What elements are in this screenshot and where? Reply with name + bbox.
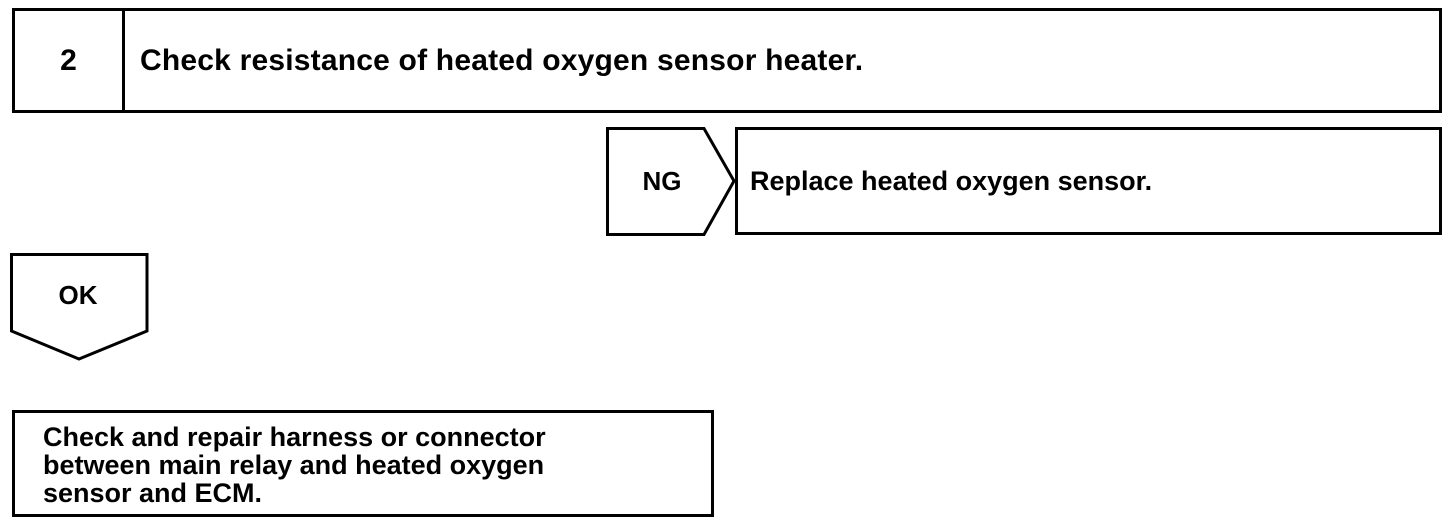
ng-arrow-shape: [606, 127, 736, 236]
step-title: Check resistance of heated oxygen sensor…: [140, 43, 864, 77]
ok-arrow-shape: [10, 253, 149, 361]
ok-label: OK: [58, 280, 98, 310]
ng-action-box: Replace heated oxygen sensor.: [735, 127, 1442, 235]
ng-action-text: Replace heated oxygen sensor.: [750, 165, 1153, 196]
ok-action-line: Check and repair harness or connector: [43, 422, 546, 452]
step-box: 2 Check resistance of heated oxygen sens…: [12, 8, 1442, 113]
step-number: 2: [15, 11, 125, 110]
ok-action-box: Check and repair harness or connector be…: [12, 410, 714, 517]
ok-action-line: between main relay and heated oxygen: [43, 450, 545, 480]
ok-action-line: sensor and ECM.: [43, 478, 263, 508]
ng-label: NG: [642, 166, 682, 196]
